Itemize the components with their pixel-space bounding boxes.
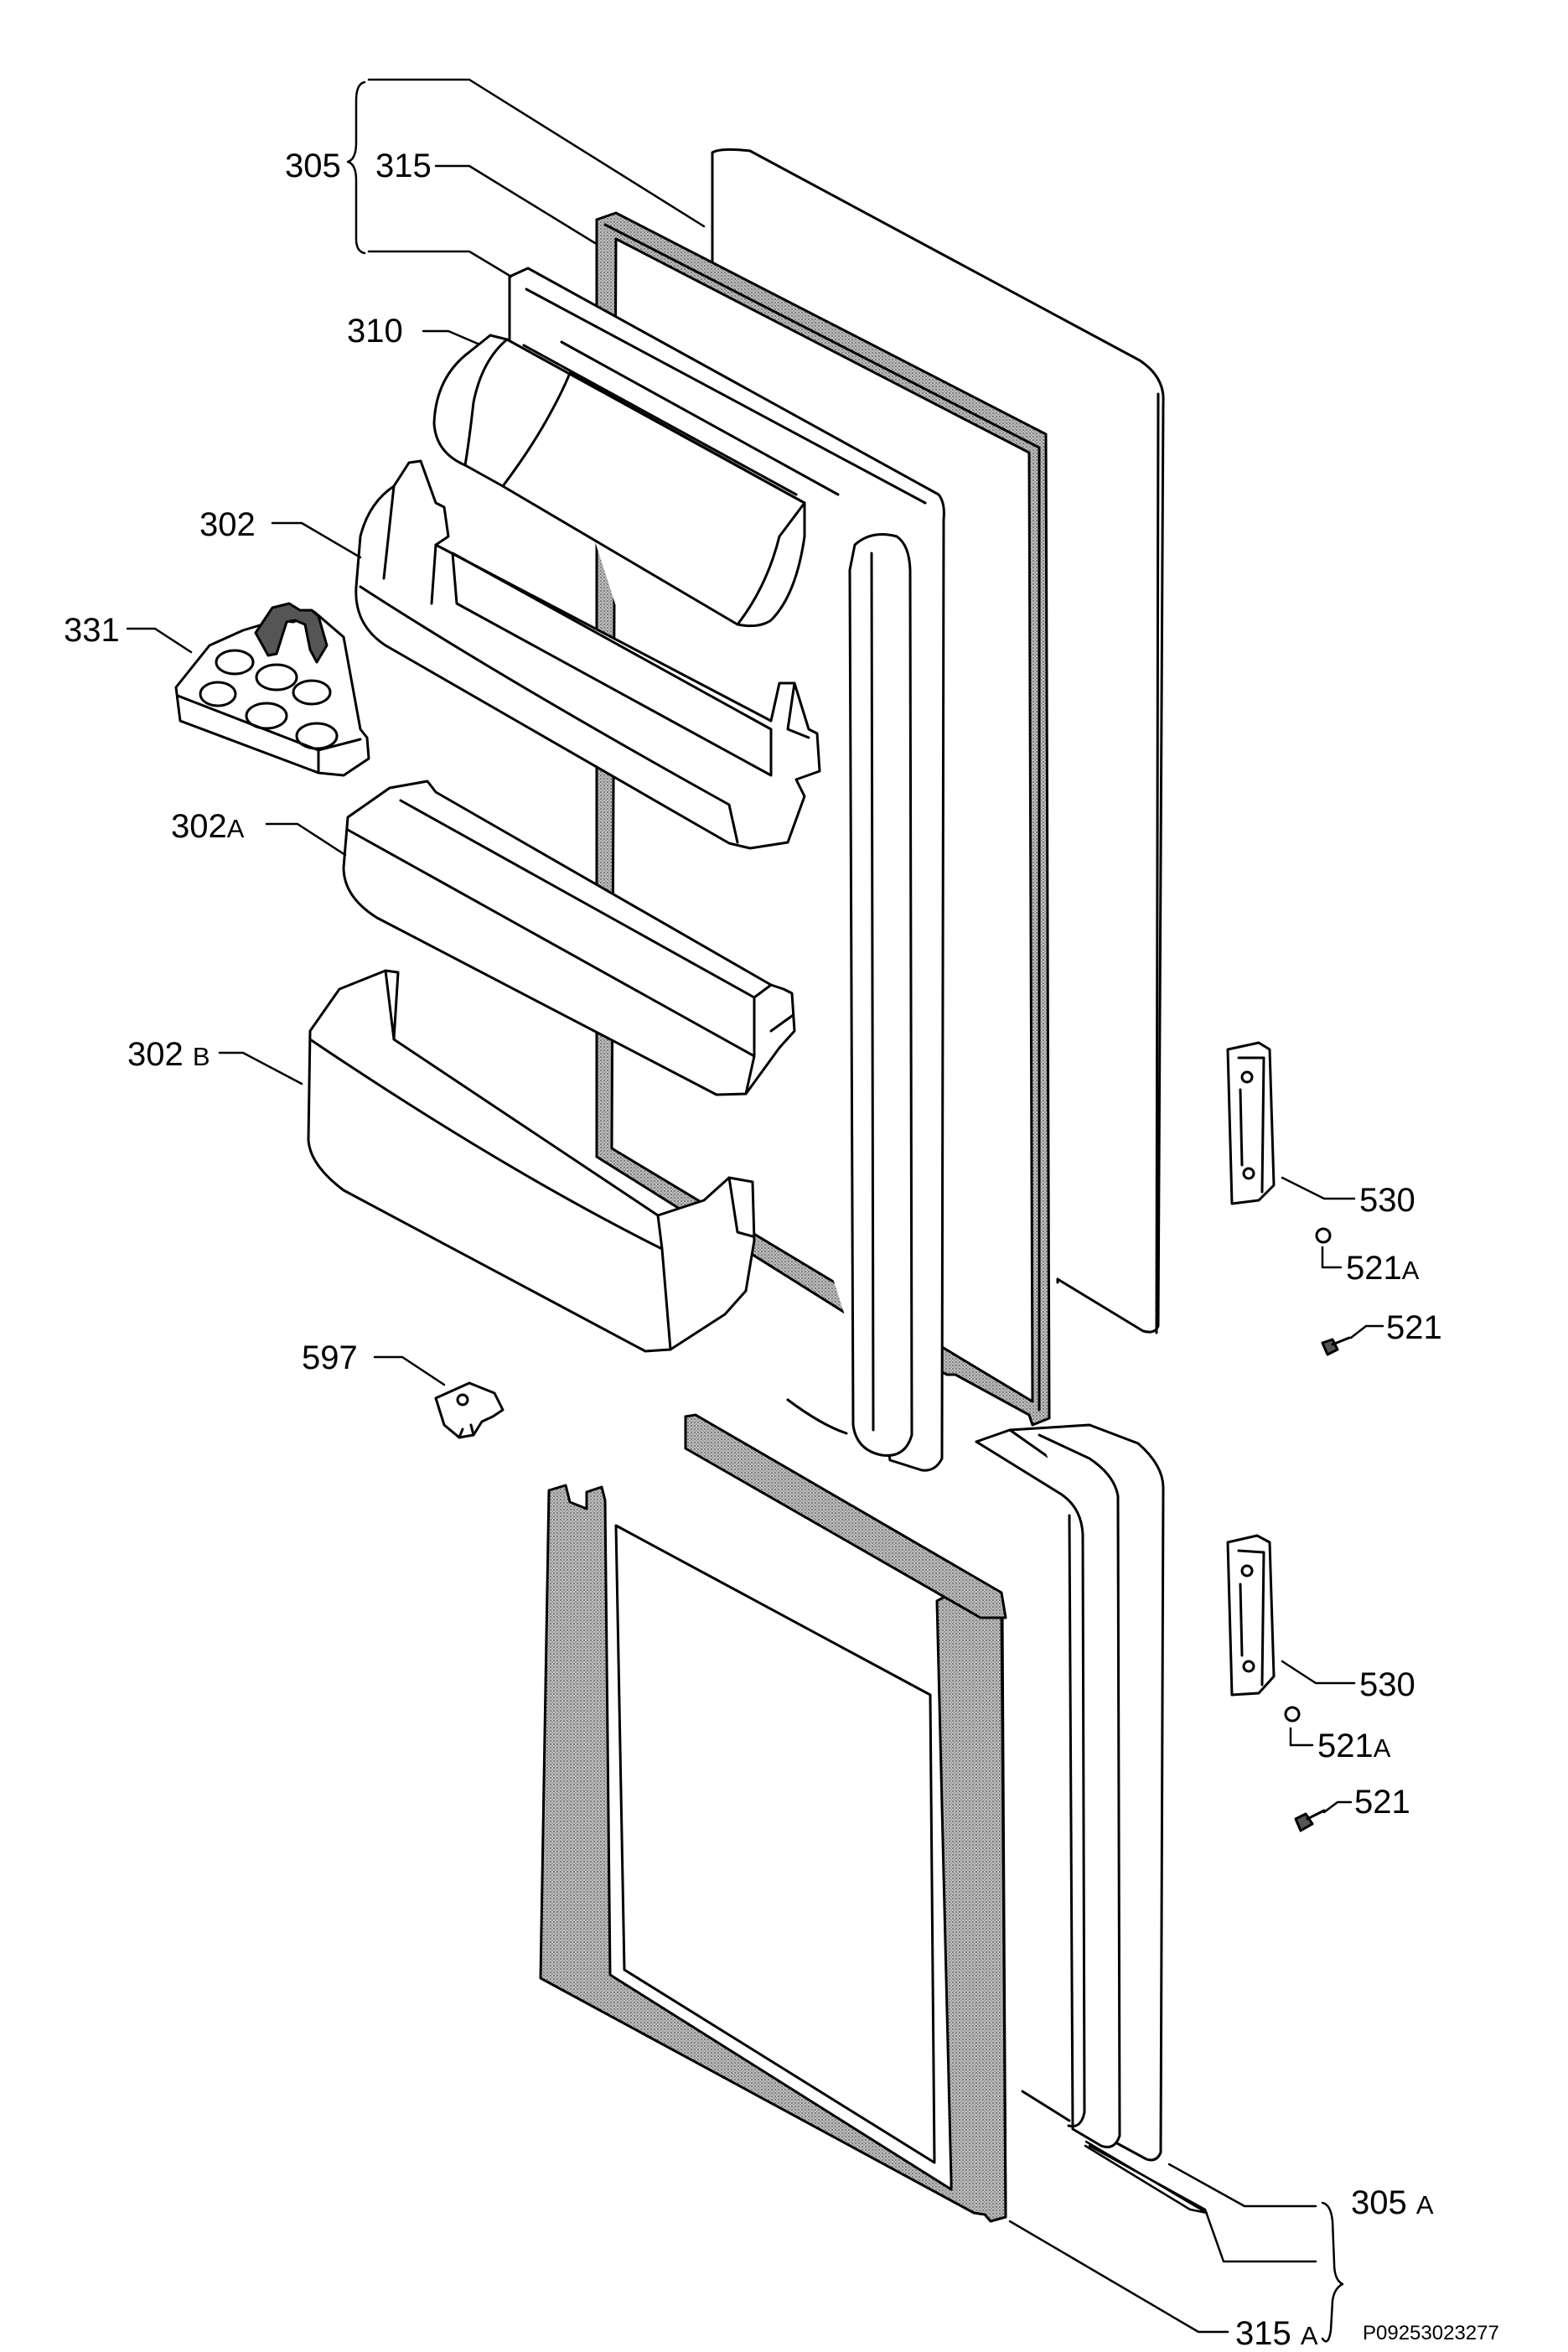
door-shelf-a [342,780,796,1096]
hinge-clip [434,1381,505,1439]
label-521a-upper: 521A [1346,1250,1420,1287]
lower-spacer [1284,1706,1301,1723]
label-597: 597 [302,1339,358,1376]
label-315a: 315 A [1235,2315,1318,2352]
label-305: 305 [285,148,341,184]
label-521a-lower: 521A [1317,1728,1391,1764]
egg-tray [174,602,370,777]
label-305a: 305 A [1351,2184,1434,2221]
label-315: 315 [375,148,432,184]
label-310: 310 [347,313,403,350]
lower-door-panel [975,1423,1165,2162]
lower-door-gasket [539,1413,1007,2223]
upper-spacer [1315,1227,1332,1244]
upper-screw [1321,1336,1351,1356]
label-302a: 302A [171,808,245,845]
label-302: 302 [199,506,256,543]
document-id: P09253023277 [1363,2322,1499,2344]
door-shelf [354,459,821,850]
label-521-upper: 521 [1386,1309,1442,1346]
lower-screw [1294,1809,1326,1832]
dairy-lid [432,334,806,628]
label-530-upper: 530 [1359,1182,1415,1219]
upper-inner-liner [508,267,945,1472]
label-521-lower: 521 [1354,1784,1410,1821]
leader-lines [126,78,1384,2343]
label-530-lower: 530 [1359,1666,1415,1703]
lower-hinge-plate [1226,1534,1276,1697]
upper-hinge-plate [1226,1041,1276,1205]
label-331: 331 [64,612,120,649]
door-shelf-b [307,969,756,1353]
label-302b: 302 B [127,1036,210,1073]
